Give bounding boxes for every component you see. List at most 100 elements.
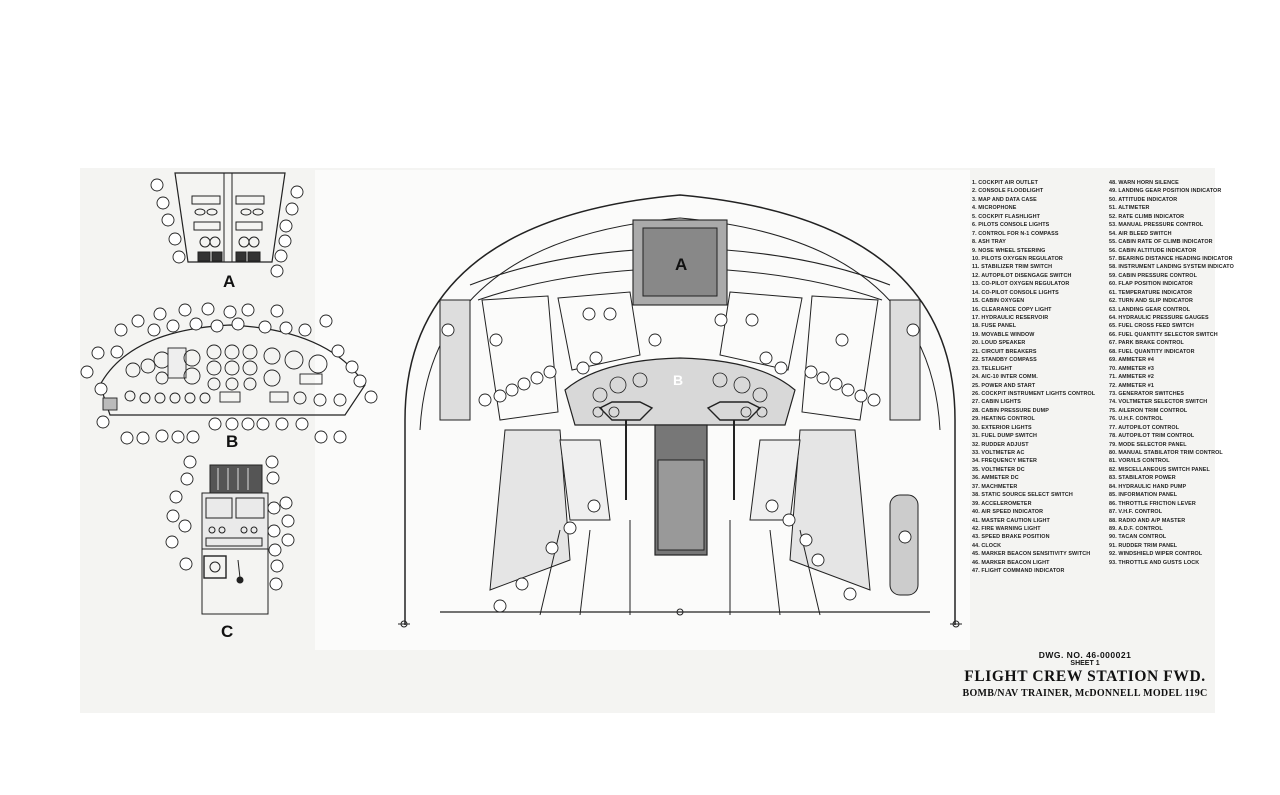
legend-item: 78. AUTOPILOT TRIM CONTROL	[1109, 433, 1195, 440]
legend-item: 18. FUSE PANEL	[972, 323, 1017, 330]
legend-item: 27. CABIN LIGHTS	[972, 399, 1021, 406]
legend-item: 87. V.H.F. CONTROL	[1109, 509, 1163, 516]
legend-item: 77. AUTOPILOT CONTROL	[1109, 424, 1180, 431]
legend-item: 47. FLIGHT COMMAND INDICATOR	[972, 568, 1065, 575]
legend-item: 12. AUTOPILOT DISENGAGE SWITCH	[972, 272, 1072, 279]
legend-item: 66. FUEL QUANTITY SELECTOR SWITCH	[1109, 331, 1218, 338]
view-a-label: A	[223, 272, 236, 291]
legend-item: 65. FUEL CROSS FEED SWITCH	[1109, 323, 1194, 330]
legend-item: 42. FIRE WARNING LIGHT	[972, 525, 1041, 532]
legend-item: 4. MICROPHONE	[972, 205, 1017, 212]
legend-item: 55. CABIN RATE OF CLIMB INDICATOR	[1109, 239, 1213, 246]
legend-item: 37. MACHMETER	[972, 483, 1018, 490]
legend-item: 16. CLEARANCE COPY LIGHT	[972, 306, 1052, 313]
legend-item: 84. HYDRAULIC HAND PUMP	[1109, 483, 1187, 490]
legend-item: 7. CONTROL FOR N-1 COMPASS	[972, 230, 1059, 237]
legend-item: 3. MAP AND DATA CASE	[972, 196, 1037, 203]
view-c-callouts	[165, 455, 295, 591]
legend-item: 38. STATIC SOURCE SELECT SWITCH	[972, 492, 1073, 499]
legend-item: 64. HYDRAULIC PRESSURE GAUGES	[1109, 315, 1209, 321]
legend-item: 14. CO-PILOT CONSOLE LIGHTS	[972, 289, 1059, 296]
legend-item: 72. AMMETER #1	[1109, 382, 1154, 389]
legend-item: 79. MODE SELECTOR PANEL	[1109, 441, 1187, 448]
legend-item: 83. STABILATOR POWER	[1109, 475, 1176, 482]
legend-item: 41. MASTER CAUTION LIGHT	[972, 517, 1050, 524]
legend-item: 23. TELELIGHT	[972, 365, 1013, 372]
legend-item: 93. THROTTLE AND GUSTS LOCK	[1109, 559, 1200, 566]
legend-item: 10. PILOTS OXYGEN REGULATOR	[972, 255, 1063, 262]
legend-item: 8. ASH TRAY	[972, 239, 1006, 246]
legend-item: 49. LANDING GEAR POSITION INDICATOR	[1109, 188, 1222, 195]
legend-item: 33. VOLTMETER AC	[972, 450, 1025, 456]
legend-item: 46. MARKER BEACON LIGHT	[972, 559, 1050, 566]
title-block: DWG. NO. 46-000021 SHEET 1 FLIGHT CREW S…	[940, 650, 1230, 699]
legend-item: 86. THROTTLE FRICTION LEVER	[1109, 500, 1196, 507]
legend-item: 28. CABIN PRESSURE DUMP	[972, 407, 1049, 414]
legend-item: 2. CONSOLE FLOODLIGHT	[972, 188, 1044, 195]
sheet-number: SHEET 1	[1070, 660, 1100, 667]
main-view-callouts	[441, 307, 920, 613]
drawing-number: DWG. NO. 46-000021	[1038, 650, 1132, 660]
legend-item: 19. MOVABLE WINDOW	[972, 331, 1035, 338]
view-b-callouts	[80, 302, 378, 445]
legend-item: 82. MISCELLANEOUS SWITCH PANEL	[1109, 466, 1210, 473]
legend-item: 11. STABILIZER TRIM SWITCH	[972, 264, 1053, 271]
legend-item: 44. CLOCK	[972, 542, 1002, 549]
legend-item: 22. STANDBY COMPASS	[972, 357, 1037, 364]
legend-item: 75. AILERON TRIM CONTROL	[1109, 407, 1188, 414]
view-c-label: C	[221, 622, 234, 641]
legend-item: 40. AIR SPEED INDICATOR	[972, 509, 1044, 516]
legend-column-2: 48. WARN HORN SILENCE 49. LANDING GEAR PO…	[1109, 179, 1234, 567]
view-a-overhead-panel	[174, 172, 286, 263]
legend-item: 92. WINDSHIELD WIPER CONTROL	[1109, 551, 1203, 558]
legend-item: 70. AMMETER #3	[1109, 365, 1154, 372]
view-c-pedestal	[201, 464, 269, 615]
legend-item: 59. CABIN PRESSURE CONTROL	[1109, 272, 1197, 279]
legend-item: 13. CO-PILOT OXYGEN REGULATOR	[972, 281, 1070, 288]
legend-item: 50. ATTITUDE INDICATOR	[1109, 196, 1178, 203]
legend-item: 9. NOSE WHEEL STEERING	[972, 247, 1046, 254]
legend-item: 5. COCKPIT FLASHLIGHT	[972, 213, 1040, 220]
legend-item: 60. FLAP POSITION INDICATOR	[1109, 281, 1193, 288]
legend-item: 35. VOLTMETER DC	[972, 466, 1025, 473]
legend-item: 52. RATE CLIMB INDICATOR	[1109, 213, 1185, 220]
legend-item: 17. HYDRAULIC RESERVOIR	[972, 315, 1049, 321]
legend-item: 29. HEATING CONTROL	[972, 416, 1035, 423]
legend-item: 68. FUEL QUANTITY INDICATOR	[1109, 348, 1195, 355]
legend-item: 20. LOUD SPEAKER	[972, 340, 1026, 347]
legend-item: 71. AMMETER #2	[1109, 374, 1154, 381]
view-b-instrument-panel	[99, 324, 366, 416]
drawing-title: FLIGHT CREW STATION FWD.	[964, 668, 1206, 685]
view-b-label: B	[226, 432, 239, 451]
legend-item: 76. U.H.F. CONTROL	[1109, 416, 1163, 423]
legend-item: 48. WARN HORN SILENCE	[1109, 180, 1179, 186]
legend-item: 69. AMMETER #4	[1109, 357, 1154, 364]
legend-item: 6. PILOTS CONSOLE LIGHTS	[972, 222, 1050, 229]
main-view-b-marker: B	[673, 372, 684, 388]
legend-item: 43. SPEED BRAKE POSITION	[972, 534, 1050, 541]
legend-item: 26. COCKPIT INSTRUMENT LIGHTS CONTROL	[972, 390, 1096, 397]
legend-item: 80. MANUAL STABILATOR TRIM CONTROL	[1109, 450, 1223, 456]
legend-item: 45. MARKER BEACON SENSITIVITY SWITCH	[972, 551, 1091, 558]
legend-item: 62. TURN AND SLIP INDICATOR	[1109, 298, 1193, 305]
legend-item: 36. AMMETER DC	[972, 475, 1019, 482]
legend-item: 90. TACAN CONTROL	[1109, 534, 1167, 541]
legend-item: 89. A.D.F. CONTROL	[1109, 525, 1163, 532]
legend-item: 73. GENERATOR SWITCHES	[1109, 390, 1185, 397]
legend-item: 34. FREQUENCY METER	[972, 458, 1038, 465]
legend-item: 58. INSTRUMENT LANDING SYSTEM INDICATOR	[1109, 264, 1234, 271]
legend-item: 74. VOLTMETER SELECTOR SWITCH	[1109, 399, 1208, 406]
legend-item: 25. POWER AND START	[972, 382, 1036, 389]
legend-item: 32. RUDDER ADJUST	[972, 441, 1029, 448]
legend-item: 56. CABIN ALTITUDE INDICATOR	[1109, 247, 1197, 254]
legend-item: 51. ALTIMETER	[1109, 205, 1150, 212]
drawing-subtitle: BOMB/NAV TRAINER, McDONNELL MODEL 119C	[962, 688, 1208, 699]
legend-item: 15. CABIN OXYGEN	[972, 298, 1025, 305]
legend-item: 53. MANUAL PRESSURE CONTROL	[1109, 222, 1204, 229]
legend-item: 85. INFORMATION PANEL	[1109, 492, 1178, 499]
legend-item: 31. FUEL DUMP SWITCH	[972, 433, 1037, 440]
legend-item: 57. BEARING DISTANCE HEADING INDICATOR	[1109, 255, 1233, 262]
